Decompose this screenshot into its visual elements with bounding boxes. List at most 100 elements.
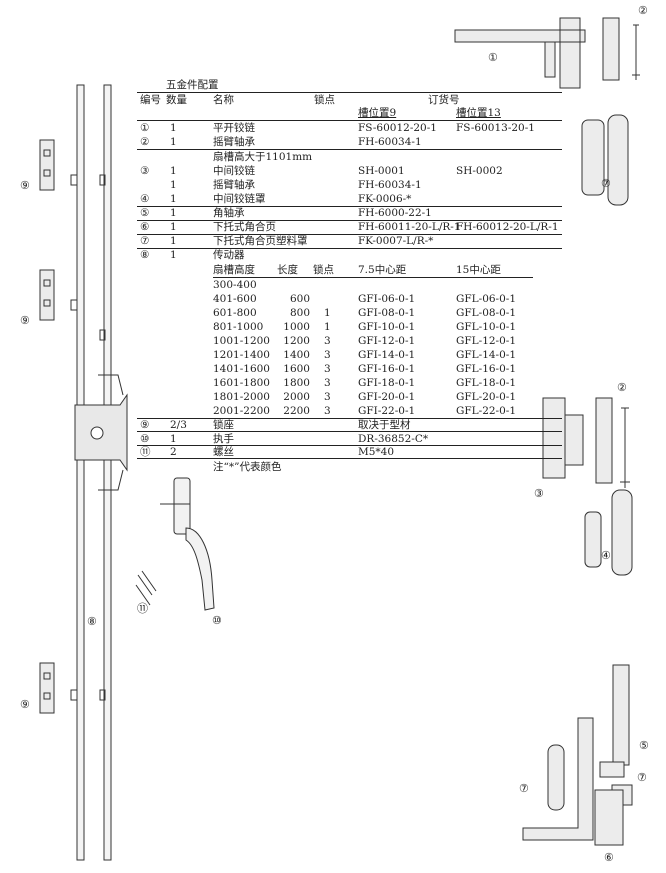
- divider: [137, 206, 562, 207]
- row-order-slot13: SH-0002: [456, 165, 503, 177]
- row-order-slot9: FH-60034-1: [358, 136, 422, 148]
- drive-row-length: 600: [289, 293, 310, 305]
- drive-row-height: 1001-1200: [213, 335, 270, 347]
- drive-rod-left: [70, 84, 112, 861]
- gearbox-drawing: [74, 374, 128, 491]
- row-name: 中间铰链: [213, 165, 255, 177]
- row-order-slot9: FK-0006-*: [358, 193, 412, 205]
- row-number: ⑨: [140, 419, 150, 431]
- drive-row-length: 2200: [283, 405, 310, 417]
- row-quantity: 1: [170, 235, 177, 247]
- divider: [137, 234, 562, 235]
- top-hinge-drawing: [454, 17, 640, 89]
- row-order-slot9: FH-60011-20-L/R-1: [358, 221, 461, 233]
- drive-row-length: 1000: [283, 321, 310, 333]
- row-quantity: 1: [170, 249, 177, 261]
- drive-row-center-15: GFL-06-0-1: [456, 293, 517, 305]
- row-name: 传动器: [213, 249, 245, 261]
- drive-row-center-15: GFL-08-0-1: [456, 307, 517, 319]
- footnote: 注“*”代表颜色: [213, 461, 282, 473]
- row-quantity: 1: [170, 207, 177, 219]
- callout-9b: ⑨: [20, 314, 30, 327]
- row-quantity: 1: [170, 221, 177, 233]
- row-number: ⑧: [140, 249, 150, 261]
- row-number: ⑤: [140, 207, 150, 219]
- header-slot13: 槽位置13: [456, 107, 501, 119]
- row-quantity: 1: [170, 122, 177, 134]
- divider: [137, 248, 562, 249]
- row-order-slot9: FH-60034-1: [358, 179, 422, 191]
- callout-2: ②: [638, 4, 648, 17]
- divider: [137, 149, 562, 150]
- drive-row-length: 1400: [283, 349, 310, 361]
- row-name: 摇臂轴承: [213, 179, 255, 191]
- drive-row-center-15: GFL-14-0-1: [456, 349, 517, 361]
- row-quantity: 1: [170, 193, 177, 205]
- divider: [213, 277, 533, 278]
- row-order-slot9: FH-6000-22-1: [358, 207, 432, 219]
- row-name: 下托式角合页: [213, 221, 276, 233]
- row-order-slot13: FH-60012-20-L/R-1: [456, 221, 559, 233]
- row-number: ⑩: [140, 432, 150, 445]
- divider: [137, 120, 562, 121]
- callout-7c: ⑦: [519, 782, 529, 795]
- row-order-slot9: DR-36852-C*: [358, 432, 429, 445]
- drive-row-length: 1200: [283, 335, 310, 347]
- drive-row-length: 2000: [283, 391, 310, 403]
- drive-row-lock: 3: [324, 391, 331, 403]
- drive-row-height: 2001-2200: [213, 405, 270, 417]
- drive-row-lock: 3: [324, 405, 331, 417]
- header-no: 编号: [140, 94, 161, 106]
- row-order-slot9: SH-0001: [358, 165, 405, 177]
- drive-row-height: 601-800: [213, 307, 257, 319]
- callout-5: ⑤: [639, 739, 649, 752]
- header-order: 订货号: [428, 94, 460, 106]
- drive-row-height: 1201-1400: [213, 349, 270, 361]
- drive-row-center-15: GFL-20-0-1: [456, 391, 517, 403]
- screws-drawing: [135, 570, 157, 606]
- row-name: 摇臂轴承: [213, 136, 255, 148]
- callout-7: ⑦: [601, 177, 611, 190]
- drive-header-lock: 锁点: [313, 264, 334, 276]
- row-name: 角轴承: [213, 207, 245, 219]
- row-order-slot9: FK-0007-L/R-*: [358, 235, 434, 247]
- row-number: ①: [140, 122, 150, 134]
- callout-10: ⑩: [212, 614, 222, 627]
- row-order-slot9: M5*40: [358, 446, 395, 458]
- row-number: ⑦: [140, 235, 150, 247]
- row-quantity: 2/3: [170, 419, 187, 431]
- divider: [137, 458, 562, 459]
- drive-row-length: 1800: [283, 377, 310, 389]
- drive-header-length: 长度: [277, 264, 298, 276]
- drive-row-height: 801-1000: [213, 321, 264, 333]
- drive-row-center-7-5: GFI-16-0-1: [358, 363, 416, 375]
- callout-4: ④: [601, 549, 611, 562]
- header-name: 名称: [213, 94, 234, 106]
- callout-3: ③: [534, 487, 544, 500]
- drive-row-height: 1401-1600: [213, 363, 270, 375]
- row-number: ②: [140, 136, 150, 148]
- drive-row-center-7-5: GFI-10-0-1: [358, 321, 416, 333]
- drive-row-center-15: GFL-10-0-1: [456, 321, 517, 333]
- drive-header-center-15: 15中心距: [456, 264, 501, 276]
- row-name: 执手: [213, 432, 234, 445]
- row-name: 中间铰链罩: [213, 193, 266, 205]
- drive-row-center-7-5: GFI-12-0-1: [358, 335, 416, 347]
- drive-header-height: 扇槽高度: [213, 264, 255, 276]
- callout-9: ⑨: [20, 179, 30, 192]
- drive-row-height: 401-600: [213, 293, 257, 305]
- drive-row-lock: 3: [324, 377, 331, 389]
- row-order-slot9: FS-60012-20-1: [358, 122, 437, 134]
- drive-row-height: 300-400: [213, 279, 257, 291]
- callout-6: ⑥: [604, 851, 614, 864]
- row-quantity: 1: [170, 136, 177, 148]
- callout-7b: ⑦: [637, 771, 647, 784]
- drive-row-center-15: GFL-22-0-1: [456, 405, 517, 417]
- section-title: 五金件配置: [166, 79, 219, 91]
- drive-row-center-7-5: GFI-08-0-1: [358, 307, 416, 319]
- row-quantity: 2: [170, 446, 177, 458]
- divider: [137, 92, 562, 93]
- row-number: ⑥: [140, 221, 150, 233]
- drive-row-lock: 3: [324, 335, 331, 347]
